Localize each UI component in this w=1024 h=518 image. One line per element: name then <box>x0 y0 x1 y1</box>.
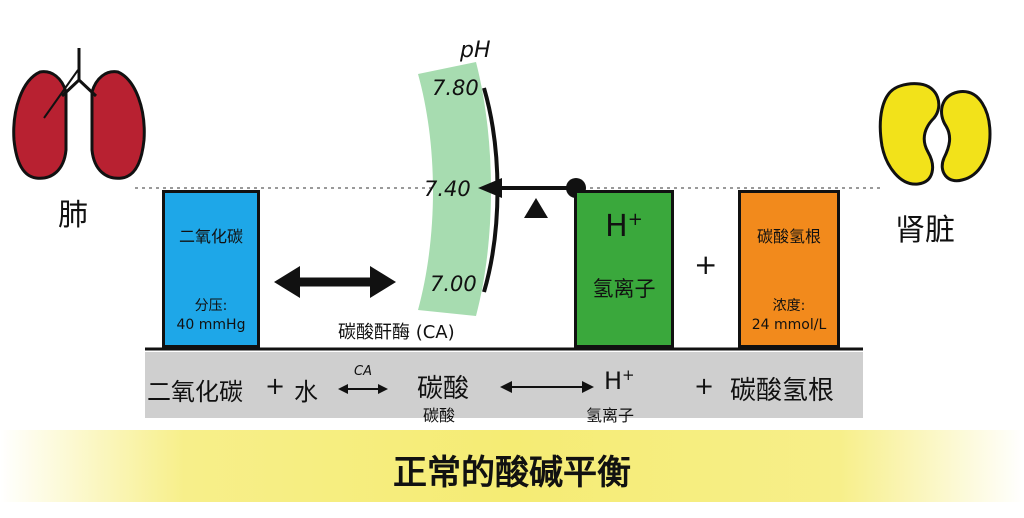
lungs-icon <box>12 48 146 180</box>
equation-co2: 二氧化碳 <box>147 378 243 406</box>
equation-plus: + <box>265 372 286 400</box>
co2-box: 二氧化碳 分压: 40 mmHg <box>162 190 260 348</box>
lung-label: 肺 <box>58 198 88 233</box>
ph-tick-label: 7.80 <box>432 76 479 100</box>
bicarbonate-box-title: 碳酸氢根 <box>756 227 821 246</box>
equation-arrow-ca <box>338 384 388 394</box>
ph-scale-band <box>418 62 491 316</box>
co2-box-sub1: 分压: <box>194 298 228 314</box>
kidney-label: 肾脏 <box>895 213 955 248</box>
hydrogen-box-title: H+ <box>605 209 643 244</box>
hydrogen-box-sub1: 氢离子 <box>592 277 656 301</box>
hydrogen-box: H+ 氢离子 <box>574 190 674 348</box>
co2-box-title: 二氧化碳 <box>178 227 243 246</box>
ph-pointer-arrow <box>478 178 586 218</box>
co2-box-sub2: 40 mmHg <box>176 317 246 333</box>
ph-tick-label: 7.00 <box>430 272 477 296</box>
equation-carbonic-acid: 碳酸 <box>417 374 470 404</box>
equation-arrow-dissociation <box>500 381 594 393</box>
co2-ph-double-arrow <box>274 266 396 298</box>
equation-water: 水 <box>294 378 318 406</box>
equation-ca-label: CA <box>354 364 372 379</box>
equation-hydrogen: H+ <box>604 366 635 395</box>
enzyme-label: 碳酸酐酶 (CA) <box>338 322 455 343</box>
bicarbonate-box-sub1: 浓度: <box>772 298 806 314</box>
equation-plus: + <box>694 372 715 400</box>
bicarbonate-box: 碳酸氢根 浓度: 24 mmol/L <box>738 190 840 348</box>
kidneys-icon <box>878 82 992 186</box>
bicarbonate-box-sub2: 24 mmol/L <box>751 317 827 333</box>
ph-tick-label: 7.40 <box>424 177 471 201</box>
equation-carbonic-acid-sub: 碳酸 <box>423 406 456 425</box>
footer-title: 正常的酸碱平衡 <box>393 453 631 493</box>
ph-title: pH <box>460 38 491 63</box>
fulcrum-triangle-icon <box>524 198 548 218</box>
plus-sign: + <box>694 248 718 281</box>
equation-hydrogen-sub: 氢离子 <box>586 406 635 425</box>
equation-bicarbonate: 碳酸氢根 <box>730 376 835 406</box>
